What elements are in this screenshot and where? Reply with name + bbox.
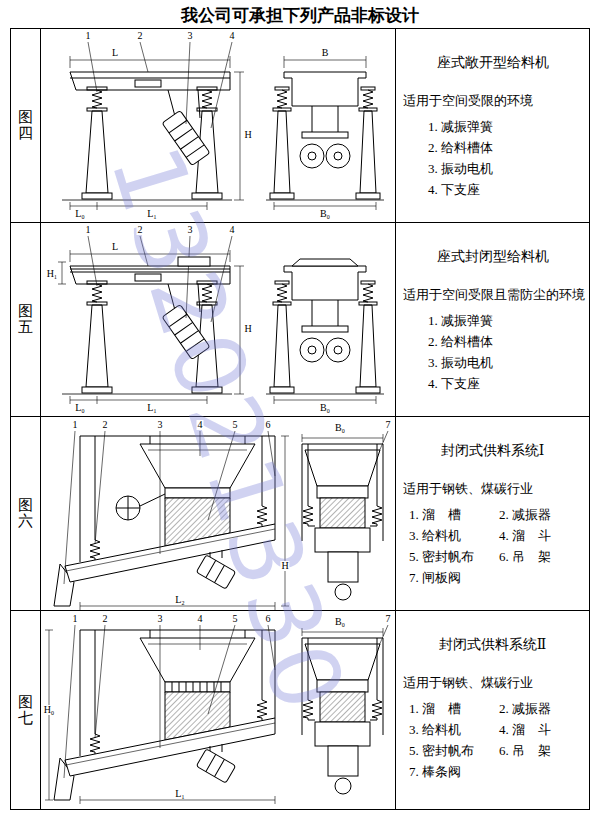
part-list-item: 1. 减振弹簧 — [428, 310, 590, 331]
dimension-label: B₀ — [319, 209, 331, 219]
callout-number: 6 — [265, 420, 272, 430]
dimension-label: B₀ — [334, 423, 346, 433]
application-note: 适用于空间受限的环境 — [395, 92, 590, 110]
dimension-label: L₁ — [146, 403, 158, 413]
dimension-label: L — [111, 48, 119, 58]
part-list-item: 3. 给料机 — [409, 719, 499, 740]
dimension-label: H — [243, 324, 252, 334]
description-panel: 座式封闭型给料机适用于空间受限且需防尘的环境 1. 减振弹簧2. 给料槽体3. 振… — [395, 222, 590, 416]
part-list-item: 2. 减振器 — [499, 504, 589, 525]
dimension-label: L₁ — [146, 209, 158, 219]
figure-number-cell: 图四 — [10, 28, 40, 222]
page-title: 我公司可承担下列产品非标设计 — [0, 4, 600, 27]
figure-number-cell: 图六 — [10, 416, 40, 610]
part-list-item: 5. 密封帆布 — [409, 546, 499, 567]
callout-number: 7 — [385, 614, 392, 624]
callout-number: 5 — [232, 420, 239, 430]
part-list-item: 4. 下支座 — [428, 373, 590, 394]
application-note: 适用于空间受限且需防尘的环境 — [395, 286, 590, 304]
part-list-item: 5. 密封帆布 — [409, 740, 499, 761]
figure-number: 图六 — [18, 497, 33, 530]
part-list-item: 2. 减振器 — [499, 698, 589, 719]
product-title: 封闭式供料系统Ⅱ — [395, 636, 590, 654]
part-list-item: 3. 振动电机 — [428, 158, 590, 179]
part-list: 1. 减振弹簧2. 给料槽体3. 振动电机4. 下支座 — [395, 310, 590, 394]
callout-number: 1 — [72, 420, 79, 430]
part-list: 1. 减振弹簧2. 给料槽体3. 振动电机4. 下支座 — [395, 116, 590, 200]
callout-number: 1 — [85, 225, 92, 235]
part-list-item: 6. 吊 架 — [499, 740, 589, 761]
callout-number: 3 — [157, 614, 164, 624]
callout-number: 1 — [85, 31, 92, 41]
callout-number: 3 — [187, 225, 194, 235]
dimension-label: H₀ — [43, 705, 56, 715]
figure-number: 图四 — [18, 109, 33, 142]
figure-number: 图五 — [18, 303, 33, 336]
part-list-item: 3. 给料机 — [409, 525, 499, 546]
callout-number: 3 — [157, 420, 164, 430]
callout-number: 2 — [137, 225, 144, 235]
part-list-item: 3. 振动电机 — [428, 352, 590, 373]
callout-number: 4 — [229, 225, 236, 235]
description-panel: 封闭式供料系统Ⅰ 适用于钢铁、煤碳行业 1. 溜 槽2. 减振器3. 给料机4. 溜… — [395, 416, 590, 610]
product-title: 座式敞开型给料机 — [395, 54, 590, 72]
table-grid — [11, 29, 590, 810]
figure-number: 图七 — [18, 694, 33, 727]
dimension-label: B₀ — [319, 403, 331, 413]
part-list: 1. 溜 槽2. 减振器3. 给料机4. 溜 斗5. 密封帆布6. 吊 架7. … — [395, 504, 590, 588]
application-note: 适用于钢铁、煤碳行业 — [395, 674, 590, 692]
dimension-label: L₀ — [74, 209, 86, 219]
dimension-label: H₁ — [46, 269, 59, 279]
callout-number: 2 — [102, 614, 109, 624]
figure-number-cell: 图五 — [10, 222, 40, 416]
dimension-label: L — [111, 242, 119, 252]
callout-number: 4 — [229, 31, 236, 41]
part-list: 1. 溜 槽2. 减振器3. 给料机4. 溜 斗5. 密封帆布6. 吊 架7. … — [395, 698, 590, 782]
figure-number-cell: 图七 — [10, 610, 40, 810]
watermark: 132021330 — [96, 135, 360, 725]
description-panel: 座式敞开型给料机适用于空间受限的环境 1. 减振弹簧2. 给料槽体3. 振动电机4… — [395, 28, 590, 222]
part-list-item: 4. 下支座 — [428, 179, 590, 200]
product-title: 封闭式供料系统Ⅰ — [395, 442, 590, 460]
part-list-item: 7. 闸板阀 — [409, 567, 499, 588]
part-list-item: 7. 棒条阀 — [409, 761, 499, 782]
callout-number: 1 — [72, 614, 79, 624]
part-list-item: 1. 减振弹簧 — [428, 116, 590, 137]
callout-number: 2 — [102, 420, 109, 430]
callout-number: 4 — [197, 420, 204, 430]
callout-number: 4 — [197, 614, 204, 624]
callout-number: 2 — [137, 31, 144, 41]
dimension-label: L₁ — [174, 789, 186, 799]
part-list-item: 4. 溜 斗 — [499, 525, 589, 546]
part-list-item: 6. 吊 架 — [499, 546, 589, 567]
dimension-label: L₀ — [74, 403, 86, 413]
callout-number: 6 — [265, 614, 272, 624]
product-title: 座式封闭型给料机 — [395, 248, 590, 266]
dimension-label: H — [243, 130, 252, 140]
dimension-label: B — [321, 48, 330, 58]
part-list-item: 2. 给料槽体 — [428, 137, 590, 158]
callout-number: 7 — [385, 420, 392, 430]
callout-number: 3 — [187, 31, 194, 41]
dimension-label: H — [280, 561, 289, 571]
dimension-label: B₀ — [334, 617, 346, 627]
part-list-item: 4. 溜 斗 — [499, 719, 589, 740]
callout-number: 5 — [232, 614, 239, 624]
part-list-item: 2. 给料槽体 — [428, 331, 590, 352]
part-list-item: 1. 溜 槽 — [409, 698, 499, 719]
application-note: 适用于钢铁、煤碳行业 — [395, 480, 590, 498]
part-list-item: 1. 溜 槽 — [409, 504, 499, 525]
description-panel: 封闭式供料系统Ⅱ 适用于钢铁、煤碳行业 1. 溜 槽2. 减振器3. 给料机4. 溜… — [395, 610, 590, 810]
dimension-label: L₂ — [174, 595, 186, 605]
